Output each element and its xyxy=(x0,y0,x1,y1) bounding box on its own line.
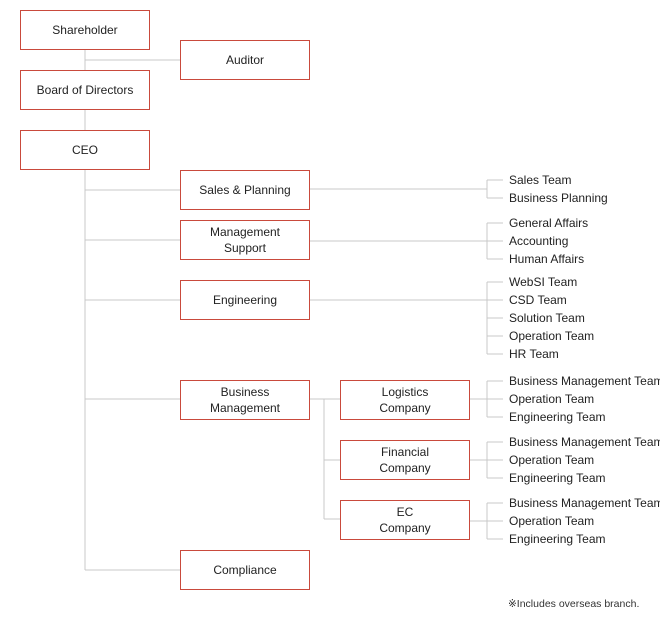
logistics-company-label: Logistics Company xyxy=(379,385,431,415)
team-item: Business Management Team xyxy=(509,496,660,510)
footnote: ※Includes overseas branch. xyxy=(508,598,640,610)
logistics-company-box: Logistics Company xyxy=(340,380,470,420)
financial-company-box: Financial Company xyxy=(340,440,470,480)
financial-company-label: Financial Company xyxy=(379,445,431,475)
team-item: Engineering Team xyxy=(509,410,606,424)
team-item: Business Management Team xyxy=(509,435,660,449)
ec-company-label: EC Company xyxy=(379,505,431,535)
team-item: Operation Team xyxy=(509,453,595,467)
team-item: Solution Team xyxy=(509,311,585,325)
business-management-label: Business Management xyxy=(209,385,281,415)
compliance-box: Compliance xyxy=(180,550,310,590)
business-management-box: Business Management xyxy=(180,380,310,420)
compliance-label: Compliance xyxy=(213,563,277,577)
team-item: Engineering Team xyxy=(509,471,606,485)
sales-planning-label: Sales & Planning xyxy=(199,183,291,197)
team-item: Operation Team xyxy=(509,392,595,406)
shareholder-box: Shareholder xyxy=(20,10,150,50)
engineering-box: Engineering xyxy=(180,280,310,320)
team-item: Business Management Team xyxy=(509,374,660,388)
management-support-label: Management Support xyxy=(209,225,281,255)
shareholder-label: Shareholder xyxy=(52,23,118,37)
team-item: General Affairs xyxy=(509,216,589,230)
team-item: Operation Team xyxy=(509,329,595,343)
team-item: Human Affairs xyxy=(509,252,585,266)
ec-company-box: EC Company xyxy=(340,500,470,540)
team-item: Accounting xyxy=(509,234,569,248)
auditor-box: Auditor xyxy=(180,40,310,80)
ceo-box: CEO xyxy=(20,130,150,170)
board-box: Board of Directors xyxy=(20,70,150,110)
ceo-label: CEO xyxy=(71,143,98,157)
team-item: WebSI Team xyxy=(509,275,578,289)
team-item: CSD Team xyxy=(509,293,567,307)
team-item: Operation Team xyxy=(509,514,595,528)
team-item: Sales Team xyxy=(509,173,572,187)
team-item: Business Planning xyxy=(509,191,608,205)
engineering-label: Engineering xyxy=(212,293,278,307)
sales-planning-box: Sales & Planning xyxy=(180,170,310,210)
board-label: Board of Directors xyxy=(36,83,134,97)
team-item: HR Team xyxy=(509,347,559,361)
management-support-box: Management Support xyxy=(180,220,310,260)
team-item: Engineering Team xyxy=(509,532,606,546)
auditor-label: Auditor xyxy=(225,53,265,67)
